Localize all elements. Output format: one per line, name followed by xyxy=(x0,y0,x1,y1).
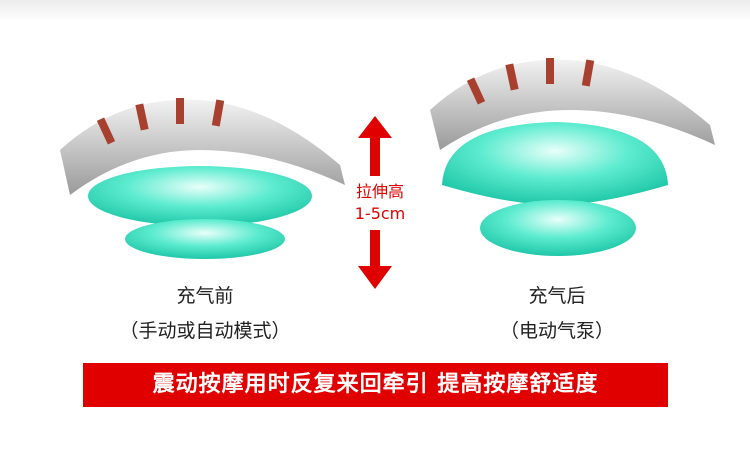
stretch-height-label: 拉伸高 xyxy=(355,182,404,201)
cushion-before-lower xyxy=(125,219,285,259)
spine-before xyxy=(60,98,345,195)
top-shade xyxy=(0,0,750,22)
after-title: 充气后 xyxy=(528,285,586,307)
cushion-before-upper xyxy=(88,166,312,226)
stretch-range-label: 1-5cm xyxy=(354,204,406,223)
spine-after xyxy=(430,58,715,151)
before-title: 充气前 xyxy=(176,285,234,307)
before-subtitle: （手动或自动模式） xyxy=(119,320,291,342)
stretch-arrow xyxy=(358,116,392,289)
cushion-after-lower xyxy=(480,200,636,256)
after-subtitle: （电动气泵） xyxy=(499,320,614,342)
cushion-after-upper xyxy=(442,122,668,205)
feature-banner: 震动按摩用时反复来回牵引 提高按摩舒适度 xyxy=(83,363,668,407)
